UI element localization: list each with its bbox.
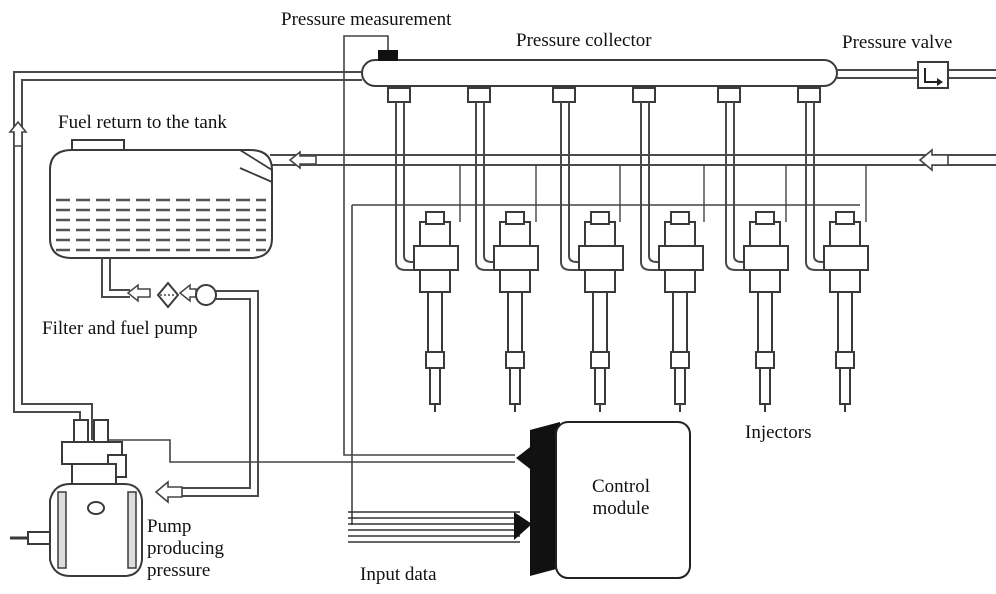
fuel-return-line [270,154,996,166]
left-arrow-icon-return-right [918,148,949,172]
label-pump-line3: pressure [147,559,211,581]
left-arrow-icon-return [288,150,317,170]
label-input-data: Input data [360,564,437,585]
label-injectors: Injectors [745,422,812,443]
injector [632,87,704,412]
control-module [530,421,691,579]
label-pump-line2: producing [147,537,225,559]
fuel-tank [49,139,273,259]
label-pressure-collector: Pressure collector [516,30,652,51]
pressure-collector-rail [361,59,838,87]
input-arrow-icon [514,512,532,540]
pressure-sensor [343,35,515,456]
injector-return-stubs [459,165,867,222]
filter-and-fuel-pump [101,258,259,497]
injector [467,87,539,412]
label-pump: Pump producing pressure [147,516,224,582]
injector-row [387,87,869,412]
output-arrow-icon [516,444,534,472]
label-filter-pump: Filter and fuel pump [42,318,198,339]
injector [552,87,624,412]
up-arrow-icon [8,120,28,147]
label-control-module-line2: module [592,497,650,519]
high-pressure-pump [10,419,515,577]
input-data-lines [348,511,520,543]
injector [717,87,789,412]
pressure-valve-icon [917,61,949,89]
label-fuel-return: Fuel return to the tank [58,112,227,133]
left-arrow-icon-pump-feed [154,480,183,504]
label-pressure-measurement: Pressure measurement [281,9,452,30]
label-control-module-line1: Control [591,476,651,497]
injector [387,87,459,412]
label-pressure-valve: Pressure valve [842,32,953,53]
injector [797,87,869,412]
label-control-module: Control module [565,476,677,520]
label-pump-line1: Pump [147,516,192,537]
